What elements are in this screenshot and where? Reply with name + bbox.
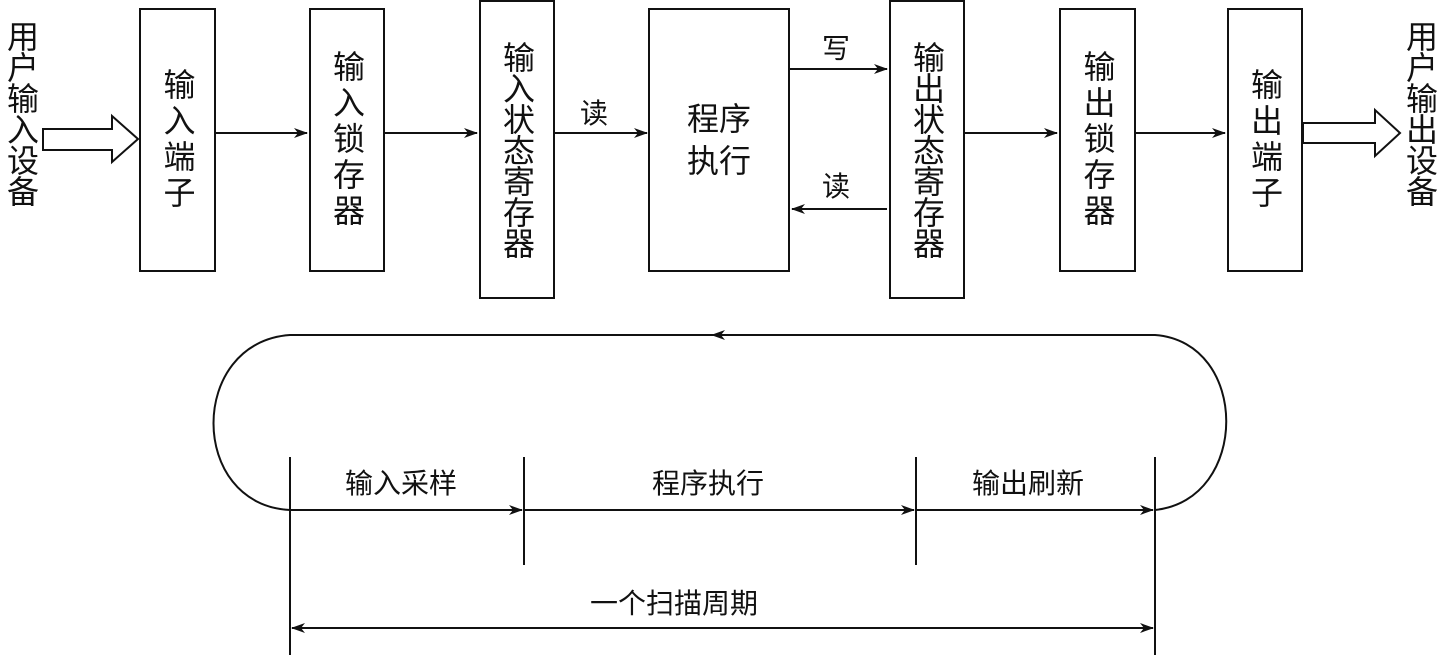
program-execution-line2: 执行 xyxy=(686,142,751,180)
read-output-label: 读 xyxy=(822,170,851,203)
program-execution-phase-label: 程序执行 xyxy=(652,467,765,500)
read-input-label: 读 xyxy=(580,97,609,130)
output-refresh-label: 输出刷新 xyxy=(972,467,1085,500)
user-output-device-label: 用户输出设备 xyxy=(1400,20,1440,275)
output-terminal-box: 输出端子 xyxy=(1227,8,1303,272)
output-latch-text: 输出锁存器 xyxy=(1078,50,1117,230)
output-status-register-box: 输出状态寄存器 xyxy=(889,0,965,299)
input-sampling-label: 输入采样 xyxy=(345,467,458,500)
input-terminal-text: 输入端子 xyxy=(158,68,197,212)
user-input-device-text: 用户输入设备 xyxy=(2,20,40,206)
input-latch-text: 输入锁存器 xyxy=(328,50,366,230)
input-hollow-arrow xyxy=(42,113,140,165)
output-hollow-arrow xyxy=(1302,107,1402,159)
program-execution-line1: 程序 xyxy=(686,100,751,138)
write-output-label: 写 xyxy=(822,32,851,65)
program-execution-box: 程序 执行 xyxy=(648,8,790,272)
input-status-register-text: 输入状态寄存器 xyxy=(498,41,536,258)
input-terminal-box: 输入端子 xyxy=(139,8,216,272)
scan-cycle-loop xyxy=(212,334,1228,511)
output-status-register-text: 输出状态寄存器 xyxy=(908,41,946,258)
input-latch-box: 输入锁存器 xyxy=(309,8,385,272)
input-status-register-box: 输入状态寄存器 xyxy=(479,0,555,299)
output-latch-box: 输出锁存器 xyxy=(1059,8,1136,272)
user-output-device-text: 用户输出设备 xyxy=(1401,20,1439,206)
output-terminal-text: 输出端子 xyxy=(1246,68,1284,212)
one-scan-period-label: 一个扫描周期 xyxy=(590,587,759,620)
user-input-device-label: 用户输入设备 xyxy=(0,20,42,275)
